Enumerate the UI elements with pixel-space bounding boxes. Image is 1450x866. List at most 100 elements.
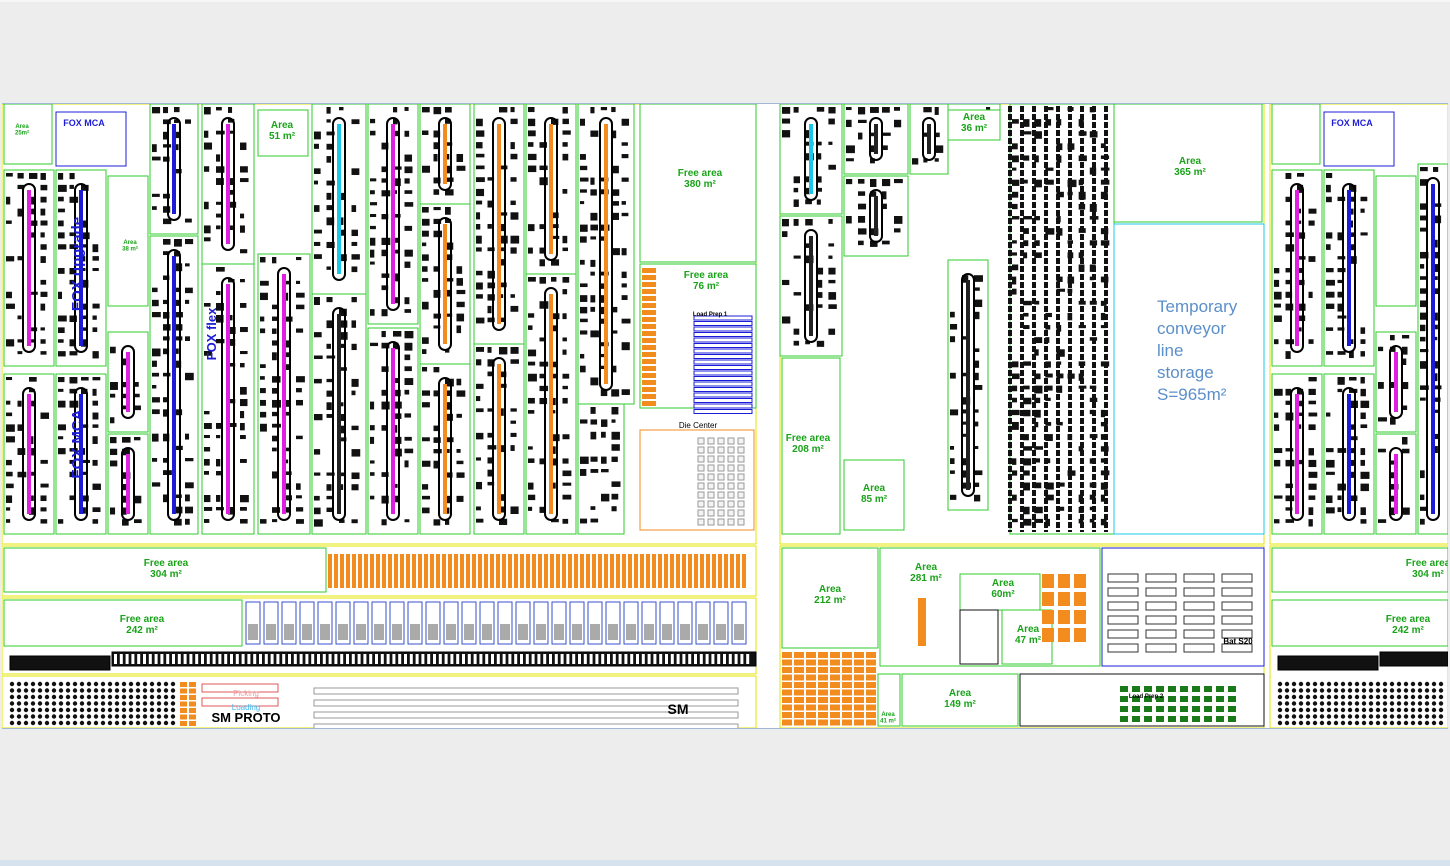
machine (1337, 495, 1342, 501)
machine (240, 387, 247, 395)
prep-slot (1144, 716, 1152, 722)
pallet-slot (502, 554, 506, 588)
machine (29, 291, 38, 295)
pallet-dot (58, 688, 64, 693)
machine (40, 495, 47, 502)
pallet-dot (65, 707, 71, 713)
pallet-dot (142, 688, 148, 693)
pallet-slot (544, 554, 548, 588)
machine (326, 378, 333, 383)
pallet-slot (376, 554, 380, 588)
machine (551, 212, 559, 219)
pallet-slot (616, 554, 620, 588)
machine (216, 423, 222, 429)
machine (1308, 291, 1313, 298)
machine (228, 118, 235, 123)
label-sm: SM (668, 701, 689, 717)
machine (204, 303, 211, 307)
machine (590, 456, 598, 462)
machine (445, 507, 450, 514)
pallet-slot (818, 652, 828, 658)
machine (1433, 239, 1438, 248)
pallet-slot (568, 554, 572, 588)
machine (1390, 335, 1395, 341)
machine (1326, 495, 1333, 504)
machine (92, 424, 99, 428)
pallet-dot (1438, 701, 1444, 706)
prep-slot (1156, 696, 1164, 702)
machine (828, 292, 837, 300)
pallet-slot (460, 554, 464, 588)
pallet-slot (806, 659, 816, 666)
machine (476, 457, 481, 461)
machine (81, 377, 89, 381)
machine (81, 388, 88, 395)
pallet-dot (170, 707, 176, 713)
machine (621, 154, 629, 159)
die-slot (727, 446, 735, 454)
machine (1433, 446, 1438, 453)
press-base (572, 624, 582, 640)
press-base (680, 624, 690, 640)
machine (260, 364, 266, 368)
machine (1420, 203, 1428, 210)
pallet-dot (1326, 720, 1332, 726)
machine (1285, 173, 1292, 179)
machine (272, 328, 277, 334)
machine (487, 177, 495, 181)
die-slot (737, 437, 745, 445)
area-box (901, 673, 1019, 727)
pallet-slot (370, 554, 374, 588)
machine (590, 506, 596, 510)
free-area-box (639, 104, 757, 263)
machine (339, 229, 346, 236)
machine (370, 225, 376, 230)
pallet-dot (1438, 720, 1444, 726)
rack-slot (642, 324, 656, 329)
pallet-dot (1424, 681, 1430, 687)
machine (40, 327, 45, 331)
pallet-dot (1298, 720, 1304, 726)
machine (314, 168, 321, 174)
conveyor-belt (809, 124, 813, 194)
machine (1349, 351, 1354, 359)
machine (1045, 107, 1054, 111)
prep-slot (1132, 686, 1140, 692)
machine (1337, 327, 1345, 331)
pallet-dot (1333, 701, 1339, 706)
machine (562, 313, 567, 320)
pallet-dot (1291, 720, 1297, 726)
storage-slot (624, 654, 628, 664)
machine (314, 241, 321, 246)
machine (404, 413, 412, 418)
machine (611, 444, 620, 451)
pallet-dot (1382, 720, 1388, 726)
machine (816, 340, 825, 347)
machine (1297, 184, 1304, 193)
machine (69, 315, 77, 323)
machine (499, 235, 508, 244)
machine (351, 297, 357, 303)
machine (393, 190, 398, 194)
section-frame (2, 597, 757, 675)
storage-slot (433, 654, 436, 664)
machine (1274, 388, 1283, 396)
pallet-dot (93, 694, 99, 700)
machine (816, 292, 823, 298)
pallet-dot (23, 688, 29, 693)
pallet-block (1042, 592, 1054, 606)
machine (433, 218, 442, 224)
storage-slot (676, 654, 680, 664)
machine (228, 201, 237, 208)
machine (272, 376, 281, 383)
machine (611, 481, 621, 487)
pallet-dot (51, 714, 57, 719)
pallet-dot (1396, 694, 1402, 700)
machine (370, 436, 375, 444)
pallet-dot (1389, 707, 1395, 713)
storage-slot (438, 654, 442, 664)
